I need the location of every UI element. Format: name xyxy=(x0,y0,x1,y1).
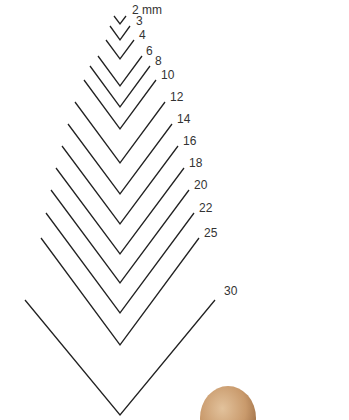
size-label: 4 xyxy=(139,28,146,42)
v-profiles xyxy=(25,16,215,415)
size-label: 18 xyxy=(189,156,202,170)
size-label: 6 xyxy=(146,44,153,58)
size-label: 20 xyxy=(194,178,207,192)
size-label: 14 xyxy=(177,112,190,126)
size-label: 8 xyxy=(155,54,162,68)
size-label: 3 xyxy=(136,14,143,28)
size-label: 12 xyxy=(170,90,183,104)
size-label: 16 xyxy=(183,134,196,148)
size-label: 10 xyxy=(161,68,174,82)
size-label: 30 xyxy=(224,284,237,298)
size-label: 25 xyxy=(204,226,217,240)
size-label: 22 xyxy=(199,201,212,215)
handle-end xyxy=(200,386,256,420)
